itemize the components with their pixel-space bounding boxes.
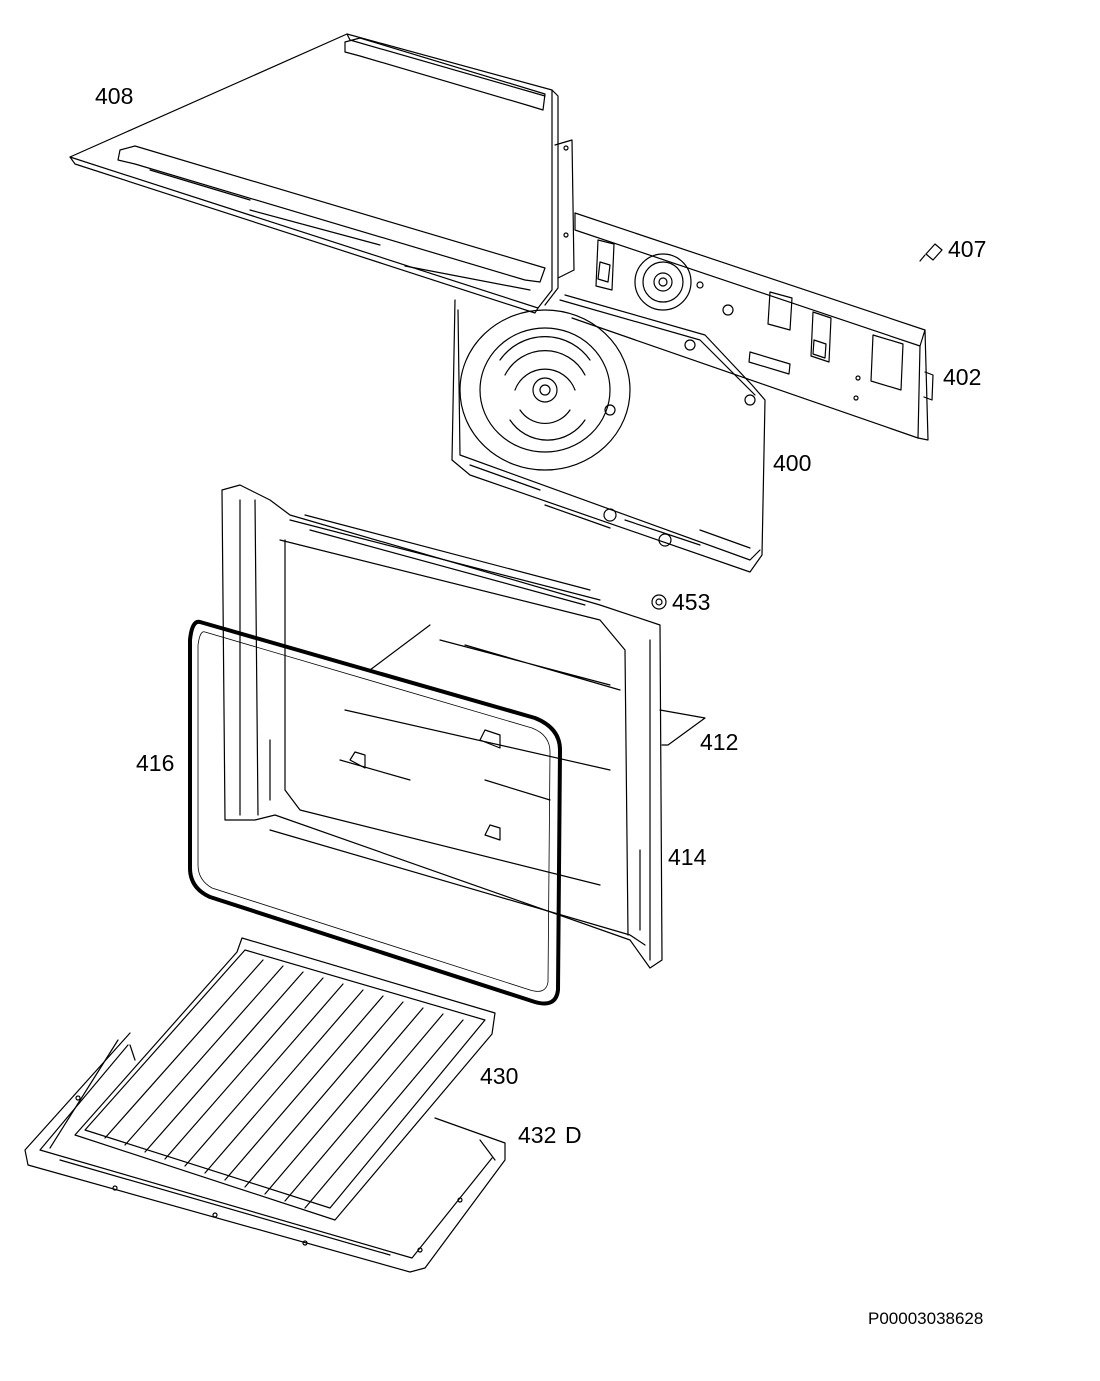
label-402: 402	[943, 364, 982, 390]
label-400: 400	[773, 450, 812, 476]
part-402-rear-bracket	[571, 212, 934, 441]
part-430-wire-shelf	[74, 937, 496, 1221]
label-414: 414	[668, 844, 707, 870]
part-400-rear-panel	[451, 294, 766, 573]
part-414-oven-cavity	[221, 484, 663, 969]
part-407-screw	[919, 243, 943, 262]
label-416: 416	[136, 750, 175, 776]
label-432: 432	[518, 1122, 557, 1148]
label-453: 453	[672, 589, 711, 615]
label-430: 430	[480, 1063, 519, 1089]
label-408: 408	[95, 83, 134, 109]
part-432-baking-tray	[24, 1032, 506, 1273]
part-412-rail	[659, 709, 706, 746]
label-412: 412	[700, 729, 739, 755]
part-416-seal-inner	[197, 631, 551, 992]
label-407: 407	[948, 236, 987, 262]
part-416-door-seal	[188, 619, 562, 1006]
label-432-suffix: D	[565, 1122, 582, 1148]
part-453-bushing	[651, 594, 667, 610]
part-408-top-cover	[69, 33, 575, 314]
drawing-code: P00003038628	[868, 1309, 984, 1328]
